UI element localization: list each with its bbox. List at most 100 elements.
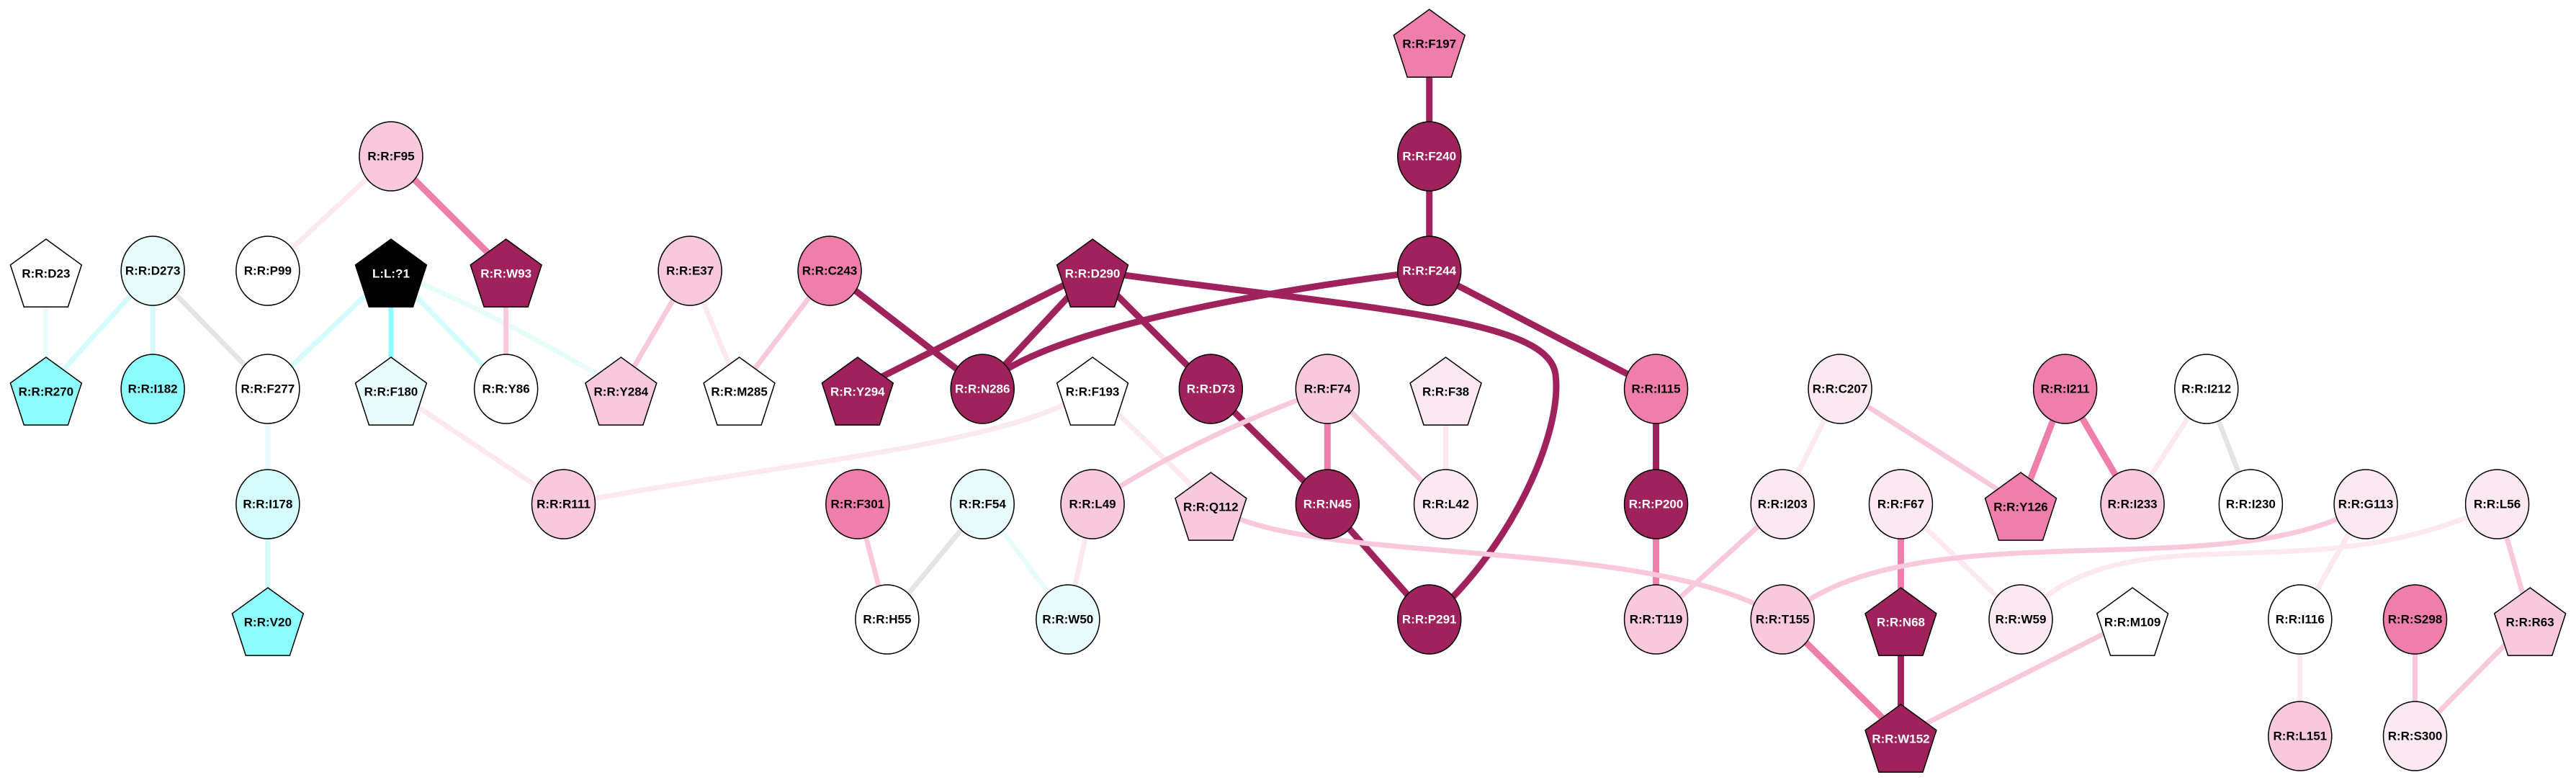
node-label: R:R:Y294 <box>830 385 885 399</box>
circle-shape <box>2268 701 2333 771</box>
node-label: R:R:L42 <box>1422 498 1469 511</box>
node-r-r-i211[interactable]: R:R:I211 <box>2032 354 2098 424</box>
circle-shape <box>120 354 185 424</box>
circle-shape <box>235 236 300 306</box>
node-r-r-s300[interactable]: R:R:S300 <box>2382 701 2448 771</box>
node-r-r-v20[interactable]: R:R:V20 <box>231 587 305 656</box>
node-label: R:R:F95 <box>367 150 414 163</box>
node-label: R:R:Y284 <box>594 385 649 399</box>
circle-shape <box>2382 584 2448 655</box>
node-r-r-r63[interactable]: R:R:R63 <box>2493 587 2567 656</box>
node-r-r-f277[interactable]: R:R:F277 <box>235 354 300 424</box>
circle-shape <box>1060 469 1125 539</box>
node-r-r-w50[interactable]: R:R:W50 <box>1036 584 1100 655</box>
node-r-r-f244[interactable]: R:R:F244 <box>1396 236 1462 306</box>
node-label: R:R:I203 <box>1758 498 1808 511</box>
node-r-r-h55[interactable]: R:R:H55 <box>855 584 920 655</box>
node-label: R:R:D290 <box>1065 267 1121 281</box>
node-r-r-p99[interactable]: R:R:P99 <box>235 236 300 306</box>
node-label: R:R:F74 <box>1304 382 1352 396</box>
node-r-r-y294[interactable]: R:R:Y294 <box>821 357 894 426</box>
node-label: R:R:P200 <box>1629 498 1684 511</box>
pentagon-shape <box>1864 704 1937 773</box>
node-label: R:R:Q112 <box>1183 501 1239 514</box>
node-r-r-w59[interactable]: R:R:W59 <box>1988 584 2053 655</box>
node-label: R:R:P99 <box>244 264 292 278</box>
node-r-r-l151[interactable]: R:R:L151 <box>2268 701 2333 771</box>
node-label: R:R:L56 <box>2474 498 2521 511</box>
node-r-r-n68[interactable]: R:R:N68 <box>1864 587 1937 656</box>
node-label: R:R:R111 <box>537 498 591 511</box>
node-r-r-i203[interactable]: R:R:I203 <box>1750 469 1815 539</box>
node-r-r-p291[interactable]: R:R:P291 <box>1396 584 1462 655</box>
node-r-r-l49[interactable]: R:R:L49 <box>1060 469 1125 539</box>
node-r-r-c207[interactable]: R:R:C207 <box>1808 354 1872 424</box>
edge-r-r-f244-r-r-n286 <box>979 267 1430 391</box>
node-label: R:R:G113 <box>2338 498 2394 511</box>
node-r-r-f38[interactable]: R:R:F38 <box>1409 357 1482 426</box>
circle-shape <box>950 469 1015 539</box>
node-r-r-f193[interactable]: R:R:F193 <box>1056 357 1129 426</box>
node-r-r-n45[interactable]: R:R:N45 <box>1295 469 1360 539</box>
node-label: R:R:F244 <box>1402 264 1456 278</box>
node-r-r-l42[interactable]: R:R:L42 <box>1413 469 1478 539</box>
node-r-r-i116[interactable]: R:R:I116 <box>2268 584 2333 655</box>
circle-shape <box>1988 584 2053 655</box>
node-r-r-i212[interactable]: R:R:I212 <box>2174 354 2239 424</box>
node-r-r-n286[interactable]: R:R:N286 <box>950 354 1015 424</box>
node-r-r-w152[interactable]: R:R:W152 <box>1864 704 1937 773</box>
node-r-r-i115[interactable]: R:R:I115 <box>1623 354 1689 424</box>
node-r-r-m109[interactable]: R:R:M109 <box>2096 587 2169 656</box>
node-label: R:R:W152 <box>1872 732 1929 746</box>
node-label: R:R:I211 <box>2041 382 2090 396</box>
pentagon-shape <box>1056 357 1129 426</box>
node-r-r-d273[interactable]: R:R:D273 <box>120 236 185 306</box>
circle-shape <box>2464 469 2530 539</box>
pentagon-shape <box>9 357 83 426</box>
node-label: R:R:T119 <box>1630 613 1683 627</box>
node-r-r-l56[interactable]: R:R:L56 <box>2464 469 2530 539</box>
node-r-r-i182[interactable]: R:R:I182 <box>120 354 185 424</box>
node-r-r-q112[interactable]: R:R:Q112 <box>1175 472 1247 541</box>
node-r-r-r111[interactable]: R:R:R111 <box>531 469 596 539</box>
node-r-r-t155[interactable]: R:R:T155 <box>1750 584 1815 655</box>
node-r-r-s298[interactable]: R:R:S298 <box>2382 584 2448 655</box>
node-r-r-g113[interactable]: R:R:G113 <box>2333 469 2398 539</box>
node-label: R:R:F67 <box>1877 498 1924 511</box>
node-r-r-w93[interactable]: R:R:W93 <box>470 238 542 308</box>
node-r-r-i233[interactable]: R:R:I233 <box>2100 469 2165 539</box>
node-r-r-y284[interactable]: R:R:Y284 <box>585 357 658 426</box>
pentagon-shape <box>354 238 428 308</box>
node-r-r-f95[interactable]: R:R:F95 <box>359 121 423 192</box>
node-r-r-d23[interactable]: R:R:D23 <box>9 238 83 308</box>
node-r-r-f240[interactable]: R:R:F240 <box>1396 121 1462 192</box>
edge-r-r-f244-r-r-i115 <box>1427 268 1658 392</box>
circle-shape <box>2333 469 2398 539</box>
node-r-r-y126[interactable]: R:R:Y126 <box>1984 472 2057 541</box>
node-label: R:R:N68 <box>1877 616 1925 629</box>
node-r-r-i230[interactable]: R:R:I230 <box>2218 469 2284 539</box>
node-r-r-i178[interactable]: R:R:I178 <box>235 469 300 539</box>
circle-shape <box>1396 236 1462 306</box>
node-label: R:R:F38 <box>1422 385 1469 399</box>
node-r-r-c243[interactable]: R:R:C243 <box>797 236 862 306</box>
node-r-r-f74[interactable]: R:R:F74 <box>1295 354 1360 424</box>
node-label: R:R:R270 <box>19 385 74 399</box>
node-r-r-f197[interactable]: R:R:F197 <box>1393 9 1466 78</box>
node-r-r-f67[interactable]: R:R:F67 <box>1868 469 1934 539</box>
node-r-r-f54[interactable]: R:R:F54 <box>950 469 1015 539</box>
node-label: R:R:R63 <box>2506 616 2554 629</box>
node-label: R:R:L151 <box>2274 730 2328 743</box>
node-l-l-1[interactable]: L:L:?1 <box>354 238 428 308</box>
node-r-r-r270[interactable]: R:R:R270 <box>9 357 83 426</box>
node-r-r-d73[interactable]: R:R:D73 <box>1178 354 1244 424</box>
node-r-r-t119[interactable]: R:R:T119 <box>1623 584 1689 655</box>
node-r-r-m285[interactable]: R:R:M285 <box>703 357 776 426</box>
node-r-r-f301[interactable]: R:R:F301 <box>825 469 890 539</box>
node-r-r-d290[interactable]: R:R:D290 <box>1056 238 1129 308</box>
node-r-r-e37[interactable]: R:R:E37 <box>658 236 722 306</box>
node-r-r-p200[interactable]: R:R:P200 <box>1623 469 1689 539</box>
node-label: R:R:C207 <box>1813 382 1868 396</box>
node-r-r-f180[interactable]: R:R:F180 <box>354 357 428 426</box>
node-r-r-y86[interactable]: R:R:Y86 <box>473 354 539 424</box>
